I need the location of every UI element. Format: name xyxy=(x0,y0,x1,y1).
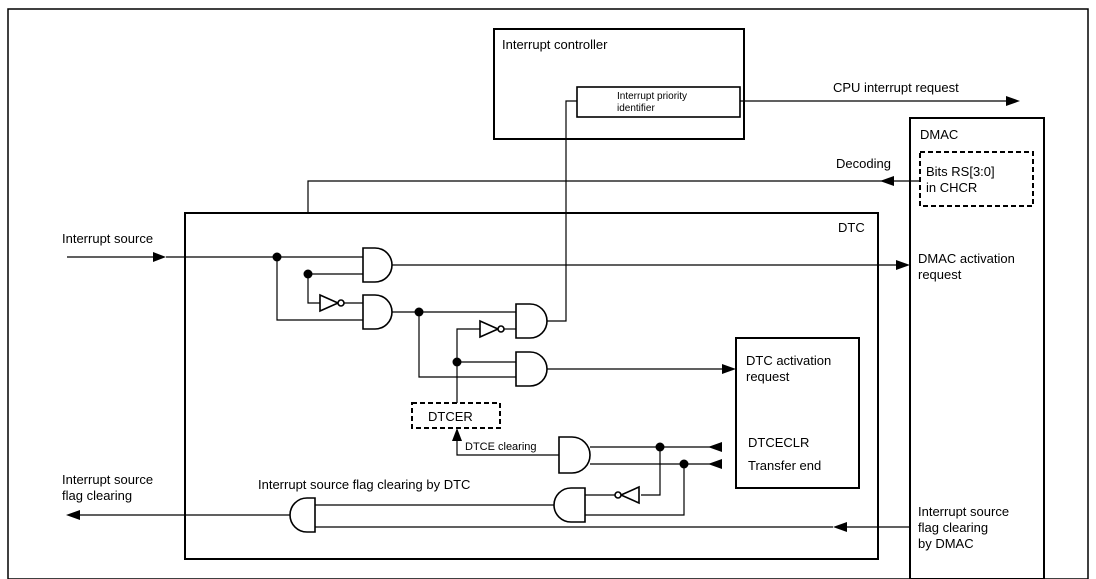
interrupt-controller-label: Interrupt controller xyxy=(502,37,608,52)
bits-rs-box xyxy=(919,151,1034,207)
transfer-end-label: Transfer end xyxy=(748,458,821,473)
dtce-clearing-wire xyxy=(456,440,559,456)
and3-to-priority-wire xyxy=(547,100,577,322)
cpu-interrupt-label: CPU interrupt request xyxy=(833,80,959,95)
transfer-end-to-and6-wire xyxy=(585,464,685,516)
priority-identifier-label-1: Interrupt priority xyxy=(617,91,687,102)
isf-by-dtc-label: Interrupt source flag clearing by DTC xyxy=(258,477,470,492)
dtce-clearing-arrow xyxy=(452,428,462,441)
priority-identifier-label-2: identifier xyxy=(617,103,655,114)
isf-clearing-label-2: flag clearing xyxy=(62,488,132,503)
dmac-label: DMAC xyxy=(920,127,958,142)
decode-to-not1-wire xyxy=(307,274,320,304)
outer-frame xyxy=(7,8,1089,579)
and-gate-7 xyxy=(289,497,316,533)
dtce-clearing-label: DTCE clearing xyxy=(465,441,537,453)
not-gate-1 xyxy=(319,293,340,313)
transfer-end-arrow xyxy=(708,459,722,469)
dtcer-box xyxy=(411,402,501,429)
dmac-activation-arrow xyxy=(896,260,910,270)
dtc-activation-box xyxy=(735,337,860,489)
interrupt-source-arrow xyxy=(153,252,166,262)
and-gate-3 xyxy=(515,303,548,339)
dmac-activation-label-2: request xyxy=(918,267,962,282)
isf-output-arrow xyxy=(66,510,80,520)
bits-rs-label-1: Bits RS[3:0] xyxy=(926,164,995,179)
not-gate-1-bubble xyxy=(337,299,345,307)
dtc-activation-label-2: request xyxy=(746,369,790,384)
source-to-and2-wire xyxy=(276,257,363,321)
dtcer-label: DTCER xyxy=(428,409,473,424)
not-gate-3 xyxy=(619,485,640,505)
dtceclr-arrow xyxy=(708,442,722,452)
dtc-label: DTC xyxy=(838,220,865,235)
isf-by-dmac-arrow xyxy=(833,522,847,532)
interrupt-controller-box xyxy=(493,28,745,140)
cpu-interrupt-arrow xyxy=(1006,96,1020,106)
and2-to-and4-wire xyxy=(418,312,516,378)
and-gate-1 xyxy=(362,247,393,283)
not-gate-3-bubble xyxy=(614,491,622,499)
and-gate-5 xyxy=(558,436,591,474)
decoding-label: Decoding xyxy=(836,156,891,171)
not-gate-2-bubble xyxy=(497,325,505,333)
isf-clearing-label-1: Interrupt source xyxy=(62,472,153,487)
bits-rs-label-2: in CHCR xyxy=(926,180,977,195)
and-gate-6 xyxy=(553,487,586,523)
isf-by-dmac-label-2: flag clearing xyxy=(918,520,988,535)
priority-identifier-box xyxy=(576,86,741,118)
interrupt-source-label: Interrupt source xyxy=(62,231,153,246)
dtcer-to-not2-wire xyxy=(456,328,480,403)
and-gate-2 xyxy=(362,294,393,330)
isf-by-dmac-label-3: by DMAC xyxy=(918,536,974,551)
dtc-activation-arrow xyxy=(722,364,736,374)
dtc-activation-label-1: DTC activation xyxy=(746,353,831,368)
dtceclr-label: DTCECLR xyxy=(748,435,809,450)
and-gate-4 xyxy=(515,351,548,387)
isf-by-dmac-label-1: Interrupt source xyxy=(918,504,1009,519)
dtceclr-to-not3-wire xyxy=(641,447,661,496)
dmac-activation-label-1: DMAC activation xyxy=(918,251,1015,266)
